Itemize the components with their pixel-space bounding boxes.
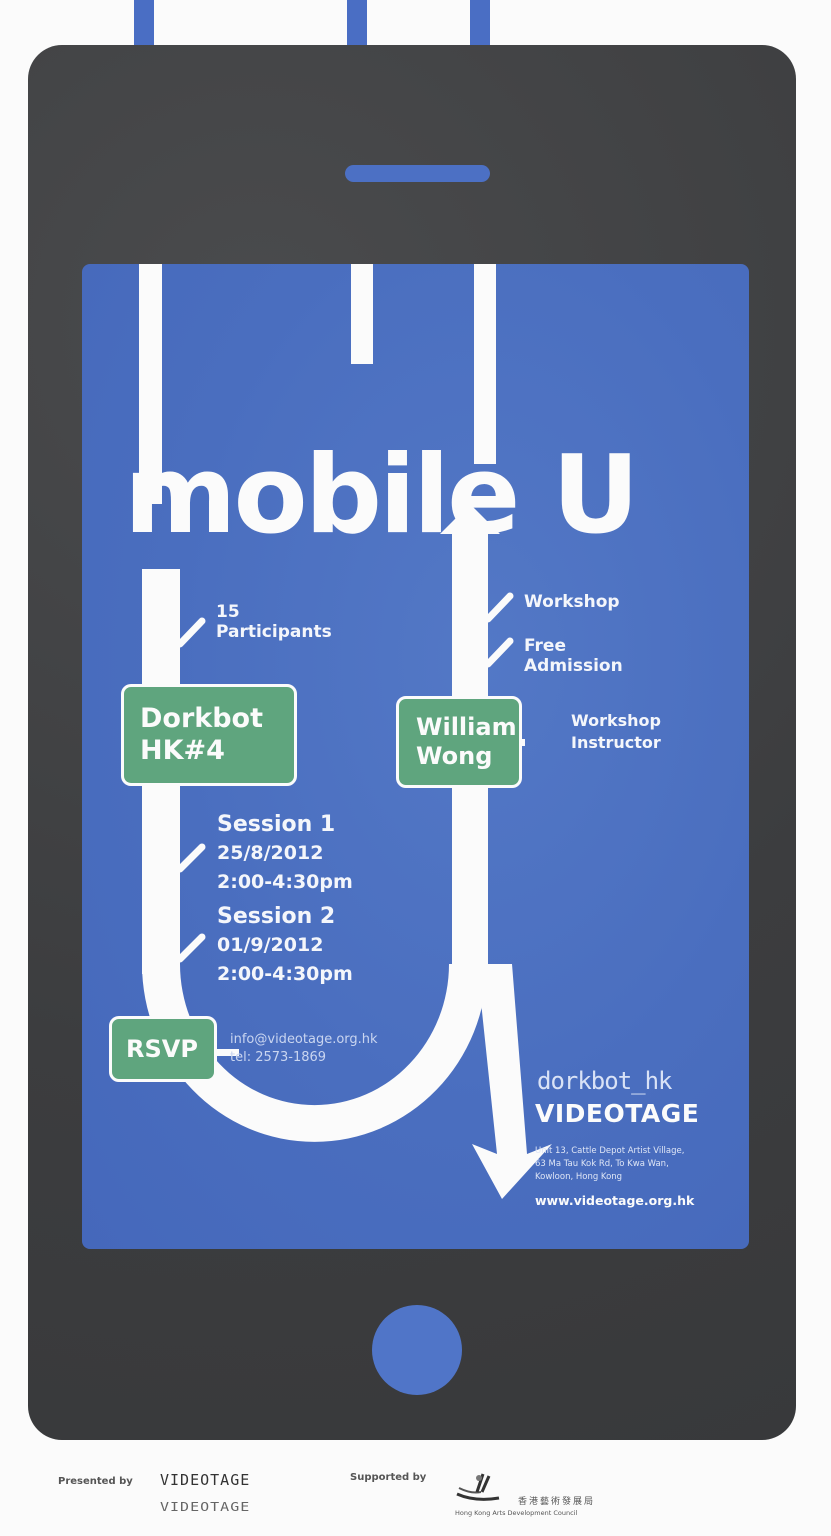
- instructor-role-line2: Instructor: [571, 733, 661, 752]
- top-line-middle: [347, 0, 367, 50]
- admission-line1: Free: [524, 636, 566, 656]
- address-line3: Kowloon, Hong Kong: [535, 1172, 623, 1182]
- videotage-address: Unit 13, Cattle Depot Artist Village, 63…: [535, 1145, 725, 1184]
- supporter-name-en: Hong Kong Arts Development Council: [455, 1509, 578, 1517]
- top-line-right: [470, 0, 490, 50]
- admission-line2: Admission: [524, 656, 623, 677]
- dorkbot-hk-logo: dorkbot_hk: [537, 1067, 672, 1095]
- participants-label: 15 Participants: [216, 602, 332, 643]
- phone-screen: mobile U 15 Participants Dorkbot HK#4 Se…: [82, 264, 749, 1249]
- hkadc-logo-icon: [456, 1473, 500, 1501]
- line-right-top: [474, 264, 496, 464]
- line-left-top: [139, 264, 162, 504]
- session-2-date: 01/9/2012: [217, 934, 324, 956]
- instructor-sign: William Wong: [396, 696, 522, 788]
- event-sign-line2: HK#4: [140, 735, 225, 766]
- address-line1: Unit 13, Cattle Depot Artist Village,: [535, 1146, 685, 1156]
- line-mid-top: [351, 264, 373, 364]
- rsvp-sign: RSVP: [109, 1016, 217, 1082]
- phone-home-button: [372, 1305, 462, 1395]
- session-1-name: Session 1: [217, 812, 336, 837]
- videotage-website[interactable]: www.videotage.org.hk: [535, 1193, 695, 1208]
- session-1-time: 2:00-4:30pm: [217, 871, 353, 893]
- session-2-name: Session 2: [217, 904, 336, 929]
- instructor-role-line1: Workshop: [571, 711, 661, 730]
- admission-label: Free Admission: [524, 636, 623, 677]
- session-1: Session 1 25/8/2012 2:00-4:30pm: [217, 810, 353, 897]
- instructor-sign-line1: William: [416, 713, 517, 741]
- presenter-logo-line2: VIDEOTAGE: [160, 1499, 251, 1515]
- instructor-sign-line2: Wong: [416, 742, 493, 770]
- session-2: Session 2 01/9/2012 2:00-4:30pm: [217, 902, 353, 989]
- session-2-time: 2:00-4:30pm: [217, 963, 353, 985]
- event-sign: Dorkbot HK#4: [121, 684, 297, 786]
- session-1-date: 25/8/2012: [217, 842, 324, 864]
- presented-by-label: Presented by: [58, 1476, 133, 1487]
- presenter-logo-line1: VIDEOTAGE: [160, 1471, 251, 1489]
- event-sign-line1: Dorkbot: [140, 703, 264, 734]
- rsvp-email: info@videotage.org.hk: [230, 1032, 378, 1047]
- rsvp-contact: info@videotage.org.hk tel: 2573-1869: [230, 1031, 378, 1067]
- phone-speaker: [345, 165, 490, 182]
- participants-count: 15: [216, 602, 240, 622]
- rsvp-label: RSVP: [126, 1035, 198, 1063]
- poster-title: mobile U: [124, 433, 640, 558]
- videotage-brand: VIDEOTAGE: [535, 1099, 700, 1128]
- top-line-left: [134, 0, 154, 50]
- rsvp-tel: tel: 2573-1869: [230, 1050, 327, 1065]
- participants-text: Participants: [216, 622, 332, 643]
- address-line2: 63 Ma Tau Kok Rd, To Kwa Wan,: [535, 1159, 669, 1169]
- instructor-role: Workshop Instructor: [571, 710, 661, 754]
- supported-by-label: Supported by: [350, 1472, 427, 1483]
- workshop-type-label: Workshop: [524, 592, 620, 612]
- supporter-name-zh: 香港藝術發展局: [518, 1497, 596, 1507]
